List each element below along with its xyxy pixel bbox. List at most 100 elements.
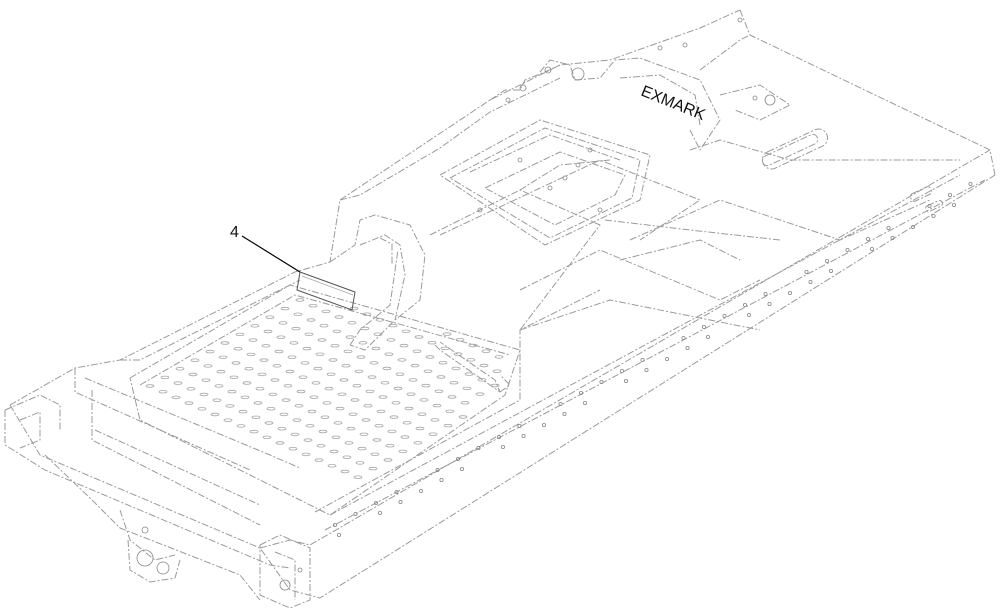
- perforation: [389, 415, 399, 419]
- perforation: [313, 366, 323, 371]
- rail-hole: [866, 236, 871, 241]
- perforation: [423, 369, 433, 373]
- perforation: [300, 361, 310, 365]
- rail-hole: [767, 301, 772, 306]
- perforation: [342, 455, 352, 459]
- callout-4-leader: [241, 235, 301, 273]
- rail-hole: [747, 312, 752, 317]
- rail-hole: [763, 291, 768, 296]
- perforation: [255, 387, 265, 391]
- perforation: [303, 438, 313, 442]
- rail-hole: [542, 422, 547, 427]
- perforation: [414, 335, 424, 339]
- perforation: [378, 395, 388, 399]
- rail-hole: [640, 357, 645, 362]
- perforation: [373, 332, 383, 336]
- rail-hole: [500, 444, 505, 449]
- perforation: [436, 375, 446, 379]
- perforation: [302, 346, 312, 351]
- frame-logo: EXMARK: [639, 83, 708, 124]
- perforation: [324, 386, 334, 391]
- perforation: [395, 372, 405, 376]
- perforation: [287, 355, 297, 359]
- right-side-rail: [314, 174, 986, 531]
- rail-hole: [562, 411, 567, 416]
- rail-hole: [476, 445, 481, 450]
- perforation: [301, 452, 311, 457]
- perforation: [320, 415, 330, 419]
- rail-hole: [681, 335, 686, 340]
- rail-hole: [439, 477, 444, 482]
- perforation: [319, 324, 329, 328]
- perforation: [386, 338, 396, 342]
- perforation: [266, 407, 276, 411]
- perforation: [345, 335, 355, 339]
- perforation: [203, 364, 213, 368]
- middle-cross-members: [519, 219, 781, 331]
- perforation: [352, 384, 362, 388]
- rail-hole: [459, 466, 464, 471]
- perforation: [283, 384, 293, 388]
- rail-hole: [558, 401, 563, 406]
- perforation: [447, 395, 457, 399]
- perforation: [175, 367, 185, 371]
- perforation: [184, 401, 194, 405]
- perforation: [272, 364, 282, 368]
- perforation: [250, 324, 260, 328]
- perforation: [385, 444, 395, 448]
- perforation: [304, 332, 314, 336]
- perforation: [268, 392, 278, 397]
- perforation: [326, 372, 336, 376]
- rail-hole: [583, 400, 588, 405]
- rail-hole: [743, 302, 748, 307]
- perforation: [244, 367, 254, 371]
- perforation: [358, 341, 368, 345]
- perforation: [265, 315, 275, 319]
- perforation: [427, 341, 437, 345]
- rail-hole: [968, 181, 973, 186]
- perforation: [357, 446, 367, 451]
- perforation: [318, 429, 328, 434]
- perforation: [430, 418, 440, 422]
- perforation: [212, 398, 222, 402]
- perforation: [145, 384, 155, 388]
- perforation: [417, 412, 427, 416]
- perforation: [294, 404, 304, 408]
- perforation: [356, 355, 366, 359]
- seat-mount-plate: [439, 119, 651, 246]
- perforation: [329, 449, 339, 454]
- perforation: [337, 392, 347, 396]
- perforation: [236, 424, 246, 428]
- perforation: [400, 435, 410, 439]
- perforation: [428, 432, 438, 436]
- perforation: [349, 306, 359, 311]
- perforation: [361, 418, 371, 422]
- perforation: [335, 406, 345, 411]
- perforation: [368, 466, 378, 471]
- perforation: [412, 349, 422, 353]
- perforation: [328, 358, 338, 362]
- perforation: [263, 329, 273, 334]
- perforation: [334, 315, 344, 319]
- rail-hole: [517, 423, 522, 428]
- rail-hole: [398, 499, 403, 504]
- perforation: [346, 426, 356, 431]
- perforation: [190, 358, 200, 362]
- perforation: [344, 441, 354, 445]
- perforation: [210, 412, 220, 417]
- perforation: [372, 438, 382, 442]
- perforation: [201, 378, 211, 382]
- front-corner-bracket: [259, 534, 311, 609]
- perforation: [460, 401, 470, 405]
- perforation: [285, 369, 295, 374]
- rail-hole: [394, 489, 399, 494]
- rail-hole: [418, 488, 423, 493]
- perforation: [453, 352, 463, 356]
- callout-4[interactable]: 4: [230, 224, 301, 273]
- perforation: [449, 381, 459, 385]
- perforation: [359, 432, 369, 436]
- perforation: [362, 312, 372, 316]
- perforation: [380, 381, 390, 385]
- floor-pan: [129, 284, 521, 516]
- perforation: [214, 384, 224, 388]
